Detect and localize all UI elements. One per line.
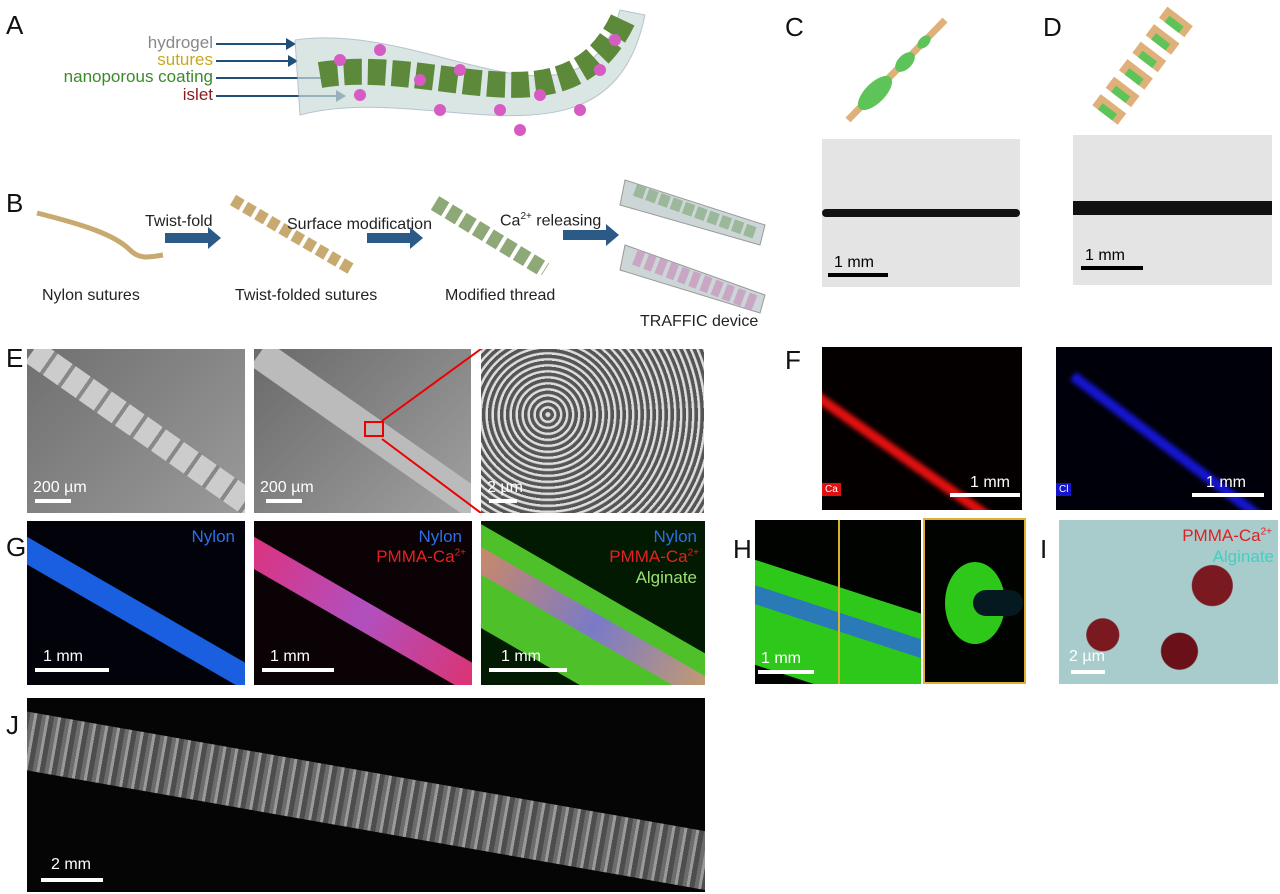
sem-image-e2: 200 µm bbox=[254, 349, 471, 513]
scale-bar bbox=[266, 499, 302, 503]
panel-label-f: F bbox=[785, 345, 801, 375]
scale-bar-label: 2 µm bbox=[487, 479, 523, 496]
zoom-region-box bbox=[364, 421, 384, 437]
pmma-text: PMMA-Ca bbox=[1182, 526, 1261, 545]
panel-label-b: B bbox=[6, 188, 24, 218]
thread-silhouette bbox=[1073, 201, 1272, 215]
sem-image-e3-nanoporous: 2 µm bbox=[481, 349, 704, 513]
process-arrow bbox=[165, 227, 221, 249]
arrow-label-surface-modification: Surface modification bbox=[287, 216, 432, 233]
fluorescence-pmma: Nylon PMMA-Ca2+ 1 mm bbox=[254, 521, 472, 685]
step-modified-thread: Modified thread bbox=[445, 287, 556, 304]
releasing-text: releasing bbox=[531, 212, 602, 230]
element-tag-cl: Cl bbox=[1056, 483, 1072, 496]
pmma-text: PMMA-Ca bbox=[376, 547, 455, 566]
label-alginate: Alginate bbox=[1212, 547, 1274, 566]
element-tag-ca: Ca bbox=[822, 483, 841, 496]
label-nylon: Nylon bbox=[418, 527, 462, 546]
scale-bar bbox=[1081, 266, 1143, 270]
scale-bar bbox=[950, 493, 1020, 497]
eds-map-cl: Cl 1 mm bbox=[1056, 347, 1272, 510]
step-twist-folded-sutures: Twist-folded sutures bbox=[235, 287, 378, 304]
process-arrow bbox=[367, 227, 423, 249]
nylon-suture-illustration bbox=[36, 210, 164, 260]
confocal-longitudinal: 1 mm bbox=[755, 520, 921, 684]
label-sutures: sutures bbox=[157, 50, 213, 69]
fluorescence-nylon: Nylon 1 mm bbox=[27, 521, 245, 685]
label-pmma-ca: PMMA-Ca2+ bbox=[609, 547, 699, 567]
label-hydrogel: hydrogel bbox=[147, 33, 213, 52]
confocal-cross-section bbox=[923, 518, 1026, 684]
micrograph-d: 1 mm bbox=[1073, 135, 1272, 285]
panel-label-j: J bbox=[6, 710, 19, 740]
panel-label-d: D bbox=[1043, 12, 1062, 42]
label-nanoporous-coating: nanoporous coating bbox=[63, 67, 213, 86]
thread-silhouette bbox=[822, 209, 1020, 217]
pmma-superscript: 2+ bbox=[687, 547, 699, 559]
arrow-label-ca-releasing: Ca2+ releasing bbox=[500, 211, 601, 230]
scale-bar-label: 2 mm bbox=[51, 856, 91, 873]
pseudocolor-sem: PMMA-Ca2+ Alginate 2 µm bbox=[1059, 520, 1278, 684]
scale-bar-label: 1 mm bbox=[761, 650, 801, 667]
scale-bar bbox=[758, 670, 814, 674]
label-nylon: Nylon bbox=[653, 527, 697, 546]
core-cavity bbox=[973, 590, 1023, 616]
arrow-label-twist-fold: Twist-fold bbox=[145, 213, 213, 230]
scale-bar bbox=[1192, 493, 1264, 497]
scale-bar-label: 2 µm bbox=[1069, 648, 1105, 665]
bead-thread-illustration bbox=[845, 17, 948, 123]
twisted-thread-illustration bbox=[1092, 5, 1195, 125]
modified-thread-illustration bbox=[430, 196, 550, 275]
scale-bar bbox=[489, 668, 567, 672]
arrow-sutures bbox=[216, 55, 298, 67]
scale-bar bbox=[35, 499, 71, 503]
section-line bbox=[838, 520, 840, 684]
panel-label-a: A bbox=[6, 10, 24, 40]
label-nylon: Nylon bbox=[191, 527, 235, 546]
pmma-superscript: 2+ bbox=[454, 547, 466, 559]
scale-bar-label: 1 mm bbox=[970, 474, 1010, 491]
arrow-hydrogel bbox=[216, 38, 296, 50]
ca-superscript: 2+ bbox=[520, 211, 532, 222]
panel-label-g: G bbox=[6, 532, 27, 562]
scale-bar bbox=[1071, 670, 1105, 674]
traffic-device-illustration bbox=[294, 9, 646, 136]
scale-bar bbox=[489, 499, 517, 503]
scale-bar-label: 1 mm bbox=[43, 648, 83, 665]
scale-bar-label: 1 mm bbox=[1206, 474, 1246, 491]
panel-label-h: H bbox=[733, 534, 752, 564]
label-pmma-ca: PMMA-Ca2+ bbox=[1182, 526, 1272, 546]
zoom-lines bbox=[381, 349, 482, 513]
scale-bar bbox=[41, 878, 103, 882]
device-with-islets bbox=[27, 708, 705, 892]
scale-bar-label: 200 µm bbox=[33, 479, 87, 496]
fluorescence-alginate: Nylon PMMA-Ca2+ Alginate 1 mm bbox=[481, 521, 705, 685]
scale-bar bbox=[262, 668, 334, 672]
scale-bar bbox=[35, 668, 109, 672]
scale-bar-label: 1 mm bbox=[270, 648, 310, 665]
micrograph-c: 1 mm bbox=[822, 139, 1020, 287]
pmma-text: PMMA-Ca bbox=[609, 547, 688, 566]
scale-bar bbox=[828, 273, 888, 277]
scale-bar-label: 1 mm bbox=[501, 648, 541, 665]
panel-label-c: C bbox=[785, 12, 804, 42]
ca-text: Ca bbox=[500, 212, 521, 230]
step-nylon-sutures: Nylon sutures bbox=[42, 287, 140, 304]
process-arrow bbox=[563, 224, 619, 246]
label-pmma-ca: PMMA-Ca2+ bbox=[376, 547, 466, 567]
twist-folded-suture-illustration bbox=[229, 195, 357, 275]
scale-bar-label: 1 mm bbox=[1085, 247, 1125, 264]
sem-image-e1: 200 µm bbox=[27, 349, 245, 513]
scale-bar-label: 1 mm bbox=[834, 254, 874, 271]
label-alginate: Alginate bbox=[635, 568, 697, 587]
darkfield-device-image: 2 mm bbox=[27, 698, 705, 892]
traffic-device-illustration-small bbox=[619, 179, 766, 314]
scale-bar-label: 200 µm bbox=[260, 479, 314, 496]
panel-label-i: I bbox=[1040, 534, 1048, 564]
eds-map-ca: Ca 1 mm bbox=[822, 347, 1022, 510]
label-islet: islet bbox=[182, 85, 213, 104]
step-traffic-device: TRAFFIC device bbox=[640, 313, 759, 330]
panel-label-e: E bbox=[6, 343, 24, 373]
pmma-superscript: 2+ bbox=[1260, 526, 1272, 538]
